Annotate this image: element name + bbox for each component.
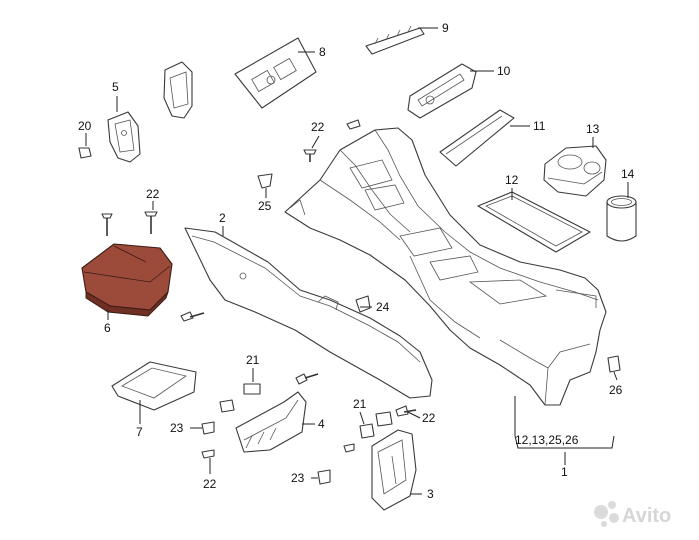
screw-fastener[interactable]: [201, 449, 215, 459]
screw-fastener[interactable]: [295, 373, 319, 385]
callout-23: 23: [170, 421, 184, 435]
callout-13: 13: [586, 122, 600, 136]
callout-labels: 1 12,13,25,26 2 3 4 5 6 7 8 9 10 11 12 1…: [78, 21, 635, 501]
avito-watermark: Avito: [594, 501, 671, 527]
clip-fastener[interactable]: [355, 295, 371, 313]
screw-fastener[interactable]: [101, 213, 113, 236]
clip-fastener[interactable]: [607, 355, 621, 373]
part-8-switch-panel[interactable]: [234, 37, 317, 109]
callout-10: 10: [497, 64, 511, 78]
callout-5: 5: [112, 80, 119, 94]
clip-fastener[interactable]: [201, 421, 215, 435]
clip-fastener[interactable]: [257, 173, 273, 189]
callout-21: 21: [246, 353, 260, 367]
nut-fastener[interactable]: [243, 383, 261, 395]
callout-23: 23: [291, 471, 305, 485]
callout-1: 1: [561, 465, 568, 479]
callout-20: 20: [78, 119, 92, 133]
part-2-side-panel[interactable]: [184, 227, 433, 399]
part-13-cup-holder[interactable]: [543, 145, 607, 197]
callout-2: 2: [219, 211, 226, 225]
callout-12: 12: [505, 173, 519, 187]
screw-fastener[interactable]: [343, 443, 355, 453]
part-5-bracket[interactable]: [107, 111, 141, 163]
callout-26: 26: [609, 383, 623, 397]
callout-24: 24: [376, 300, 390, 314]
callout-25: 25: [258, 199, 272, 213]
nut-fastener[interactable]: [375, 411, 393, 427]
part-12-mat[interactable]: [477, 191, 591, 253]
part-3-bracket[interactable]: [371, 429, 417, 511]
main-console[interactable]: [284, 127, 607, 406]
callout-4: 4: [318, 417, 325, 431]
callout-22: 22: [311, 120, 325, 134]
callout-3: 3: [427, 487, 434, 501]
leader-lines: [85, 27, 629, 495]
callout-6: 6: [104, 321, 111, 335]
callout-22: 22: [203, 477, 217, 491]
part-6-storage-box[interactable]: [81, 243, 173, 317]
callout-group-12-13-25-26: 12,13,25,26: [515, 433, 579, 447]
callout-7: 7: [136, 425, 143, 439]
part-10-switch-module[interactable]: [407, 63, 477, 119]
upper-bracket[interactable]: [163, 61, 193, 119]
watermark-logo-text: Avito: [622, 505, 671, 527]
nut-fastener[interactable]: [219, 399, 235, 413]
callout-22: 22: [422, 411, 436, 425]
nut-fastener[interactable]: [78, 147, 92, 159]
part-7-tray[interactable]: [111, 361, 197, 411]
screw-fastener[interactable]: [144, 211, 158, 234]
clip-fastener[interactable]: [317, 469, 331, 485]
callout-21: 21: [353, 397, 367, 411]
callout-8: 8: [319, 45, 326, 59]
part-9-clip-strip[interactable]: [365, 25, 425, 55]
screw-fastener[interactable]: [395, 405, 417, 417]
callout-9: 9: [442, 21, 449, 35]
screw-fastener[interactable]: [346, 119, 361, 130]
callout-14: 14: [621, 167, 635, 181]
avito-dots-logo-icon: [594, 501, 619, 527]
part-4-bracket[interactable]: [235, 391, 307, 453]
screw-fastener[interactable]: [303, 149, 317, 162]
nut-fastener[interactable]: [359, 423, 375, 439]
part-11-cover-strip[interactable]: [439, 109, 515, 167]
screw-fastener[interactable]: [180, 311, 205, 322]
callout-22: 22: [146, 187, 160, 201]
callout-11: 11: [533, 119, 546, 133]
part-14-cup-insert[interactable]: [606, 195, 637, 242]
